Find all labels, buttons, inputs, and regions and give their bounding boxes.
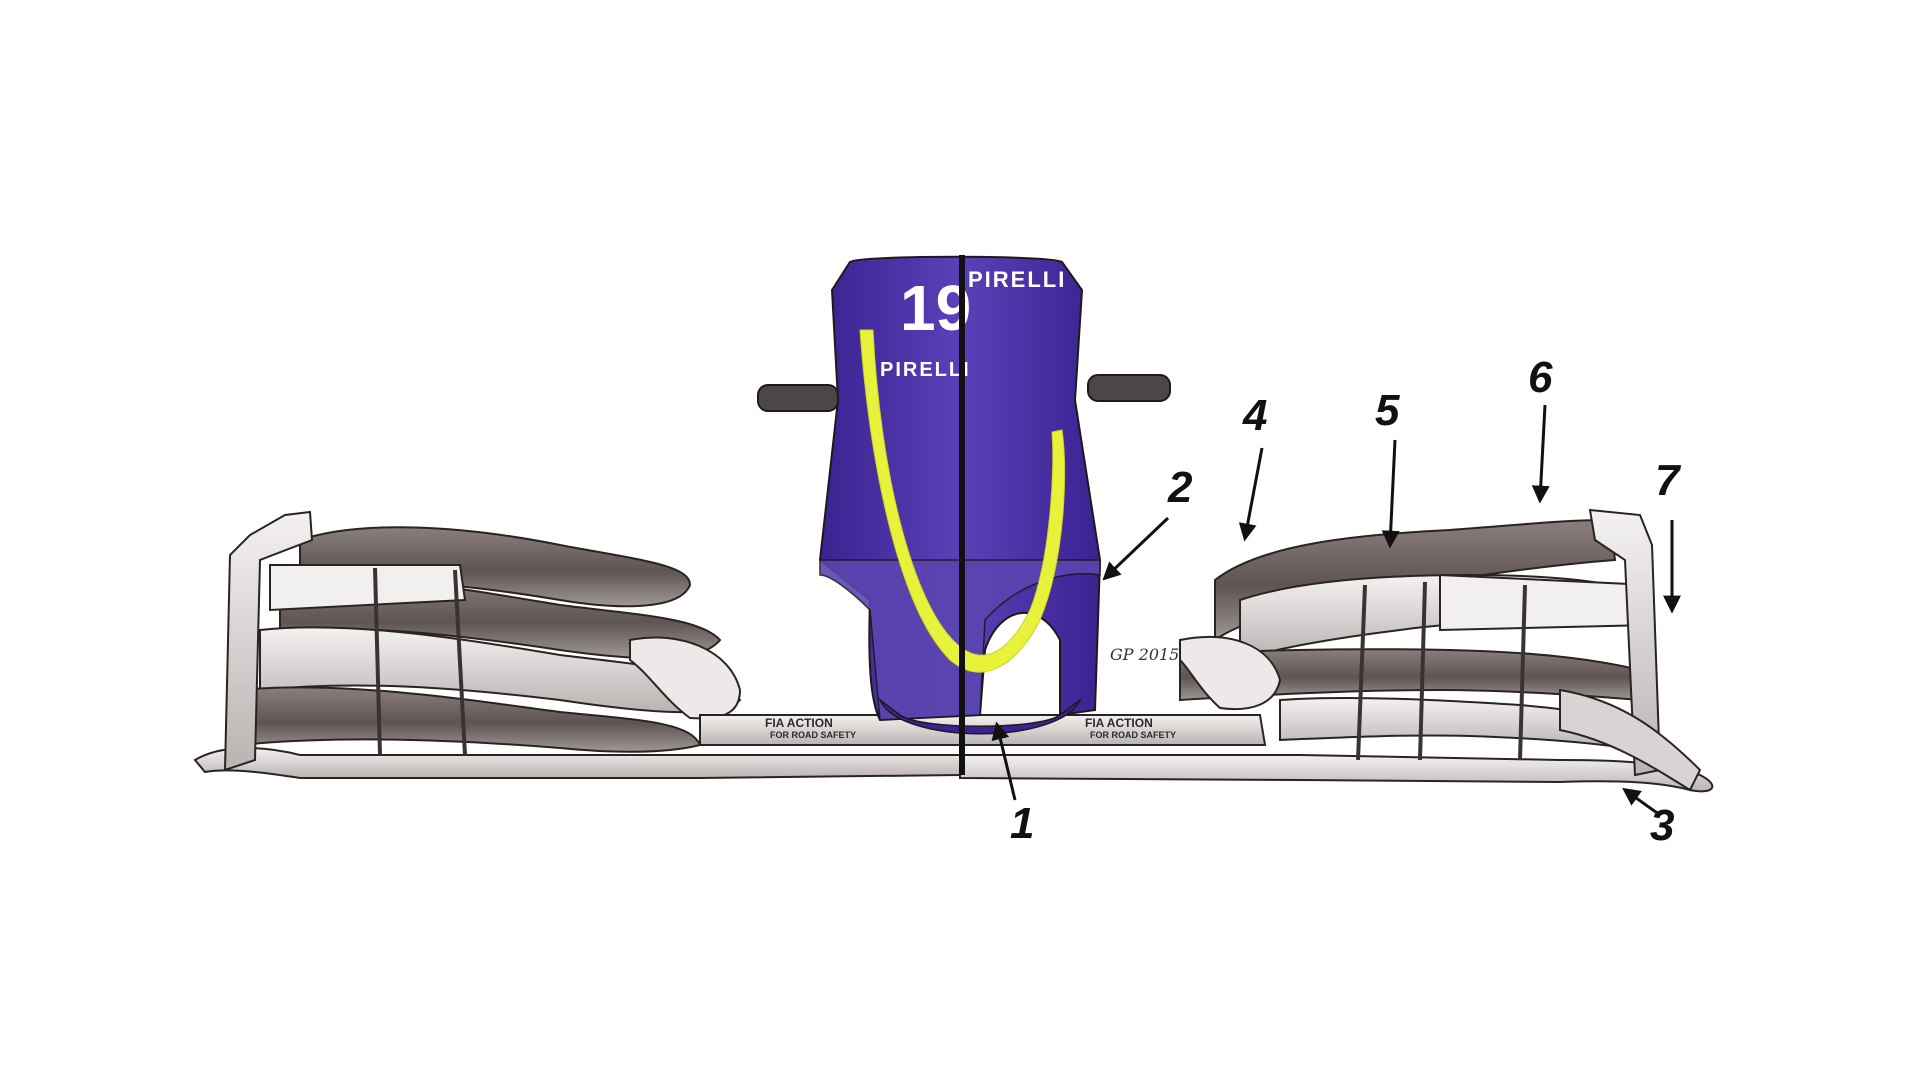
left-main-plane	[193, 747, 961, 779]
right-endplate	[1588, 508, 1662, 777]
left-endplate	[223, 510, 314, 772]
left-strut-2	[453, 569, 467, 756]
left-strut-1	[373, 567, 382, 756]
right-strut-2	[1418, 581, 1427, 761]
callout-1: 1	[1010, 799, 1034, 848]
right-inner-section	[1179, 636, 1282, 711]
right-footplate	[1559, 688, 1702, 792]
right-wing-assembly	[959, 508, 1714, 793]
nose-side-pin-left	[757, 384, 839, 412]
left-cascade	[269, 564, 467, 612]
arrow-5	[1381, 439, 1400, 549]
nose-tip	[878, 697, 1082, 735]
callout-7: 7	[1655, 456, 1682, 505]
wing-sponsor-left: FIA ACTION	[765, 716, 833, 730]
wing-sponsor-left-sub: FOR ROAD SAFETY	[770, 730, 856, 740]
nose-side-pin-right	[1087, 374, 1171, 402]
arrow-4	[1238, 447, 1264, 542]
wing-sponsor-right: FIA ACTION	[1085, 716, 1153, 730]
right-strut-1	[1356, 584, 1367, 761]
wing-sponsor-right-sub: FOR ROAD SAFETY	[1090, 730, 1176, 740]
artist-signature: GP 2015	[1110, 645, 1179, 664]
callout-5: 5	[1375, 386, 1400, 435]
callout-labels: 1 2 3 4 5 6 7	[1010, 353, 1682, 850]
callout-3: 3	[1650, 801, 1674, 850]
nose-sponsor-top: PIRELLI	[968, 267, 1066, 292]
arrow-2	[1102, 516, 1170, 581]
right-main-plane	[959, 754, 1714, 793]
left-inner-section	[629, 636, 742, 720]
nose-sponsor-mid: PIRELLI	[880, 359, 971, 381]
callout-arrows	[991, 404, 1681, 817]
left-flap-3	[259, 626, 742, 714]
right-cascade	[1439, 573, 1651, 632]
arrow-6	[1531, 404, 1550, 504]
left-wing-assembly	[193, 510, 961, 779]
callout-4: 4	[1242, 391, 1267, 440]
arrow-3	[1622, 787, 1661, 817]
right-strut-3	[1518, 584, 1527, 761]
central-wing-section: FIA ACTION FOR ROAD SAFETY FIA ACTION FO…	[699, 714, 1267, 746]
nose-yellow-stripe	[859, 329, 1066, 673]
arrow-1	[991, 721, 1017, 801]
callout-2: 2	[1167, 463, 1193, 512]
callout-6: 6	[1528, 353, 1553, 402]
